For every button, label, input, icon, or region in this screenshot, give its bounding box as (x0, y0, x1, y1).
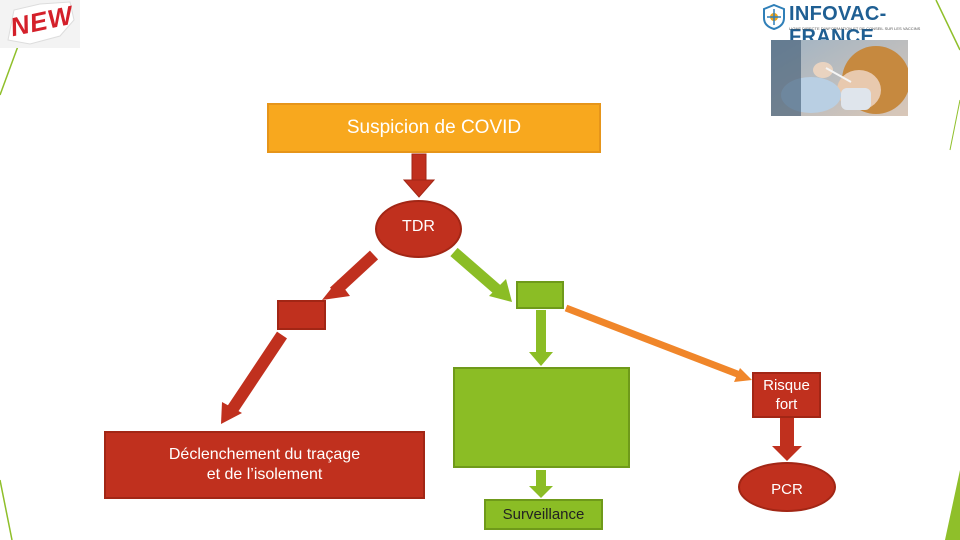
risk-line-1: Risque (763, 377, 810, 394)
logo-tagline: LIGNE DIRECTE D'INFORMATION ET DE CONSEI… (789, 26, 921, 31)
tdr-node: TDR (375, 200, 462, 258)
tracing-line-1: Déclenchement du traçage (168, 446, 361, 463)
positive-result-box (277, 300, 326, 330)
arrow-negative-to-green-box (529, 310, 553, 366)
arrow-tdr-to-negative (450, 247, 512, 302)
green-box (453, 367, 630, 468)
arrow-green-box-to-surveillance (529, 470, 553, 498)
surveillance-label: Surveillance (502, 506, 585, 523)
tracing-box: Déclenchement du traçage et de l’isoleme… (104, 431, 425, 499)
arrow-positive-to-tracing (221, 331, 287, 424)
arrow-risk-to-pcr (772, 418, 802, 461)
arrow-tdr-to-positive (322, 250, 379, 300)
risk-box: Risque fort (752, 372, 821, 418)
arrow-negative-to-risk (564, 304, 752, 382)
burst-icon (7, 1, 75, 45)
surveillance-box: Surveillance (484, 499, 603, 530)
suspicion-label: Suspicion de COVID (346, 117, 522, 138)
nasal-swab-photo (771, 40, 908, 116)
pcr-label: PCR (771, 480, 803, 498)
pcr-node: PCR (738, 462, 836, 512)
shield-icon (763, 4, 785, 30)
suspicion-box: Suspicion de COVID (267, 103, 601, 153)
tdr-label: TDR (402, 218, 435, 235)
risk-line-2: fort (775, 396, 798, 413)
new-badge: NEW (0, 0, 80, 48)
negative-result-box (516, 281, 564, 309)
tracing-line-2: et de l’isolement (206, 466, 323, 483)
arrow-suspicion-to-tdr (402, 153, 436, 198)
